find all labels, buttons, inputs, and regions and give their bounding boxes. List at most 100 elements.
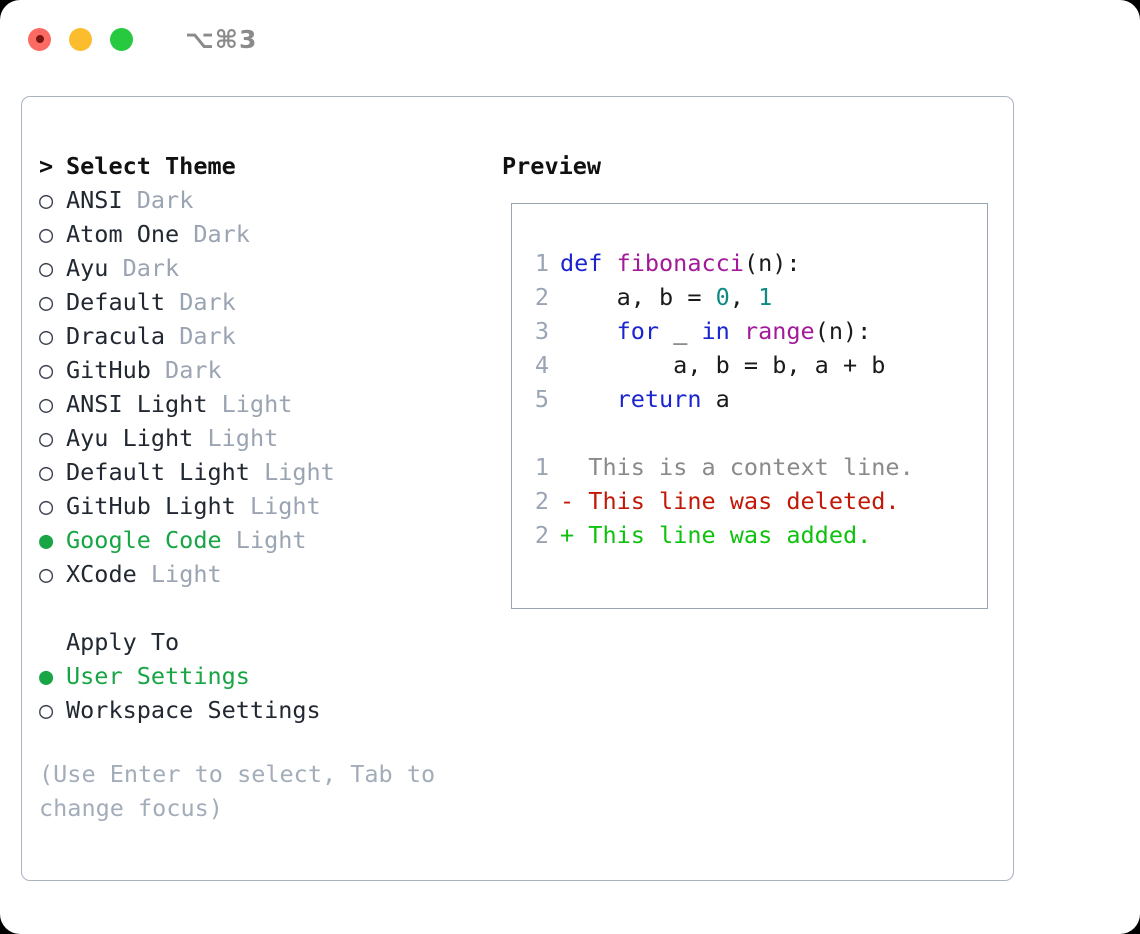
radio-unselected-icon[interactable]: ○ [39, 560, 54, 588]
radio-unselected-icon[interactable]: ○ [39, 424, 54, 452]
code-token-punct: (n): [743, 249, 801, 277]
code-line: 4 a, b = b, a + b [525, 348, 987, 382]
apply-to-title: Apply To [66, 628, 180, 656]
theme-list-item[interactable]: ○ Ayu Light Light [39, 421, 499, 455]
code-token-plain: a, b = b, a + b [560, 351, 886, 379]
code-token-plain: , [729, 283, 759, 311]
code-token-plain: _ [659, 317, 702, 345]
theme-name-label: Ayu Light [66, 424, 194, 452]
main-panel: > Select Theme ○ANSI Dark○Atom One Dark○… [21, 96, 1014, 881]
theme-name-label: Dracula [66, 322, 166, 350]
code-line: 2 a, b = 0, 1 [525, 280, 987, 314]
label-gap [165, 285, 179, 319]
apply-to-header: Apply To [39, 625, 499, 659]
close-button[interactable] [28, 27, 51, 51]
theme-variant-label: Dark [165, 356, 222, 384]
theme-selector-column: > Select Theme ○ANSI Dark○Atom One Dark○… [39, 149, 499, 727]
theme-variant-label: Light [150, 560, 222, 588]
radio-unselected-icon[interactable]: ○ [39, 356, 54, 384]
theme-list-item[interactable]: ○Atom One Dark [39, 217, 499, 251]
diff-line: 1 This is a context line. [525, 450, 987, 484]
radio-selected-icon[interactable]: ● [39, 526, 54, 554]
select-theme-title: Select Theme [66, 152, 236, 180]
radio-unselected-icon[interactable]: ○ [39, 288, 54, 316]
theme-list-item[interactable]: ●Google Code Light [39, 523, 499, 557]
theme-name-label: XCode [66, 560, 137, 588]
label-gap [207, 387, 221, 421]
theme-variant-label: Light [249, 492, 321, 520]
radio-unselected-icon[interactable]: ○ [39, 186, 54, 214]
radio-unselected-icon[interactable]: ○ [39, 254, 54, 282]
radio-unselected-icon[interactable]: ○ [39, 322, 54, 350]
radio-unselected-icon[interactable]: ○ [39, 458, 54, 486]
theme-name-label: ANSI [66, 186, 123, 214]
code-line-content: a, b = b, a + b [560, 348, 885, 382]
diff-sign: - [560, 487, 575, 515]
code-token-plain: a [701, 385, 730, 413]
keyboard-shortcut-label: ⌥⌘3 [185, 24, 258, 54]
code-token-kw: for [616, 317, 660, 345]
theme-name-label: ANSI Light [66, 390, 208, 418]
theme-variant-label: Light [207, 424, 279, 452]
radio-unselected-icon[interactable]: ○ [39, 390, 54, 418]
radio-unselected-icon[interactable]: ○ [39, 492, 54, 520]
diff-line: 2 + This line was added. [525, 518, 987, 552]
select-theme-header: > Select Theme [39, 149, 499, 183]
code-token-num: 1 [758, 283, 773, 311]
maximize-button[interactable] [110, 27, 133, 51]
label-gap [236, 489, 250, 523]
keyboard-hint-text: (Use Enter to select, Tab to change focu… [39, 760, 450, 822]
diff-text: This line was deleted. [574, 487, 900, 515]
theme-variant-label: Dark [136, 186, 194, 214]
code-token-plain [730, 317, 744, 345]
theme-list-item[interactable]: ○ ANSI Dark [39, 183, 499, 217]
diff-sign [560, 450, 574, 484]
label-gap [123, 183, 137, 217]
theme-variant-label: Dark [179, 322, 236, 350]
apply-to-item[interactable]: ○ Workspace Settings [39, 693, 499, 727]
window-controls [28, 27, 133, 51]
theme-variant-label: Light [235, 526, 307, 554]
diff-text: This line was added. [574, 521, 872, 549]
theme-list-item[interactable]: ○Default Dark [39, 285, 499, 319]
radio-unselected-icon[interactable]: ○ [39, 220, 54, 248]
theme-list-item[interactable]: ○Default Light Light [39, 455, 499, 489]
apply-to-list: ● User Settings ○ Workspace Settings [39, 659, 499, 727]
label-gap [165, 319, 179, 353]
theme-list-item[interactable]: ○ ANSI Light Light [39, 387, 499, 421]
diff-text: This is a context line. [574, 453, 914, 481]
code-token-punct: (n): [814, 317, 872, 345]
radio-unselected-icon[interactable]: ○ [39, 696, 54, 724]
apply-to-item[interactable]: ● User Settings [39, 659, 499, 693]
theme-list-item[interactable]: ○ GitHub Light Light [39, 489, 499, 523]
theme-name-label: Ayu [66, 254, 109, 282]
line-number: 1 [534, 453, 549, 481]
code-line-content: for _ in range(n): [560, 314, 872, 348]
minimize-button[interactable] [69, 27, 92, 51]
apply-to-label: User Settings [66, 662, 250, 690]
theme-list-item[interactable]: ○ Dracula Dark [39, 319, 499, 353]
code-token-kw: def [560, 249, 617, 277]
line-number: 5 [534, 385, 549, 413]
line-number: 2 [534, 521, 549, 549]
caret-icon: > [39, 152, 54, 180]
radio-selected-icon[interactable]: ● [39, 662, 54, 690]
diff-sign: + [560, 521, 575, 549]
code-token-kw: return [616, 385, 702, 413]
theme-name-label: GitHub Light [66, 492, 236, 520]
code-token-plain: a, b = [560, 283, 716, 311]
section-spacer [39, 591, 499, 625]
apply-to-label: Workspace Settings [66, 696, 321, 724]
theme-name-label: Default Light [66, 458, 250, 486]
theme-list-item[interactable]: ○GitHub Dark [39, 353, 499, 387]
code-token-plain [560, 385, 617, 413]
theme-name-label: Default [66, 288, 166, 316]
theme-list-item[interactable]: ○Ayu Dark [39, 251, 499, 285]
theme-variant-label: Light [221, 390, 293, 418]
code-token-num: 0 [715, 283, 730, 311]
theme-list-item[interactable]: ○ XCode Light [39, 557, 499, 591]
